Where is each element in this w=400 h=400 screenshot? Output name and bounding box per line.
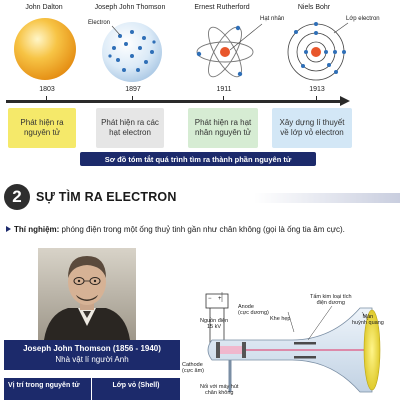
dalton-model <box>14 18 76 80</box>
thomson-portrait <box>38 248 136 340</box>
timeline-tick <box>223 96 224 102</box>
timeline-arrowhead <box>340 96 350 106</box>
year-label: 1897 <box>125 86 141 93</box>
nucleus-pointer <box>229 23 263 51</box>
anode-label: Anode(cực dương) <box>238 304 269 317</box>
discovery-box: Phát hiện ra các hạt electron <box>96 108 164 148</box>
timeline-caption: Sơ đồ tóm tắt quá trình tìm ra thành phầ… <box>80 152 316 166</box>
timeline-tick <box>316 96 317 102</box>
slit-label: Khe hẹp <box>270 316 291 322</box>
experiment-description: phóng điện trong một ống thuỷ tinh gần n… <box>59 225 345 234</box>
discovery-box: Phát hiện ra nguyên tử <box>8 108 76 148</box>
shell-pointer <box>333 22 349 34</box>
electron-label: Electron <box>88 20 111 26</box>
scientist-name: Joseph John Thomson <box>94 4 166 11</box>
scientist-name: John Dalton <box>25 4 63 11</box>
discovery-box: Xây dựng lí thuyết về lớp vỏ electron <box>272 108 352 148</box>
discovery-box: Phát hiện ra hạt nhân nguyên tử <box>188 108 258 148</box>
scientist-name: Niels Bohr <box>297 4 331 11</box>
table-header-cell: Lớp vỏ (Shell) <box>92 378 180 400</box>
thomson-model <box>102 22 162 82</box>
timeline-tick <box>46 96 47 102</box>
year-label: 1803 <box>39 86 55 93</box>
bio-name: Joseph John Thomson (1856 - 1940) <box>23 344 161 353</box>
shell-table-header: Vị trí trong nguyên tử Lớp vỏ (Shell) <box>4 378 180 400</box>
experiment-text: Thí nghiệm: phóng điện trong một ống thu… <box>6 225 400 234</box>
scientist-name: Ernest Rutherford <box>194 4 250 11</box>
cathode-ray-tube-diagram <box>205 292 381 393</box>
bohr-model <box>287 22 346 81</box>
bullet-triangle-icon <box>6 226 11 232</box>
section-number-badge: 2 <box>4 184 30 210</box>
bio-caption: Joseph John Thomson (1856 - 1940) Nhà vậ… <box>4 340 180 370</box>
section-title: SỰ TÌM RA ELECTRON <box>36 190 177 204</box>
cathode-label: Cathode(cực âm) <box>182 362 205 375</box>
timeline-tick <box>132 96 133 102</box>
section-heading-bar <box>254 193 400 203</box>
timeline-axis <box>6 100 342 103</box>
bio-role: Nhà vật lí người Anh <box>55 355 129 364</box>
year-label: 1913 <box>309 86 325 93</box>
year-label: 1911 <box>216 86 232 93</box>
electron-shell-label: Lớp electron <box>346 16 380 22</box>
nucleus-label: Hạt nhân <box>260 16 285 22</box>
experiment-label: Thí nghiệm: <box>14 225 60 234</box>
minus-sign: − <box>208 296 212 302</box>
rutherford-model <box>196 25 254 78</box>
table-header-cell: Vị trí trong nguyên tử <box>4 378 92 400</box>
plus-sign: + <box>218 296 222 302</box>
